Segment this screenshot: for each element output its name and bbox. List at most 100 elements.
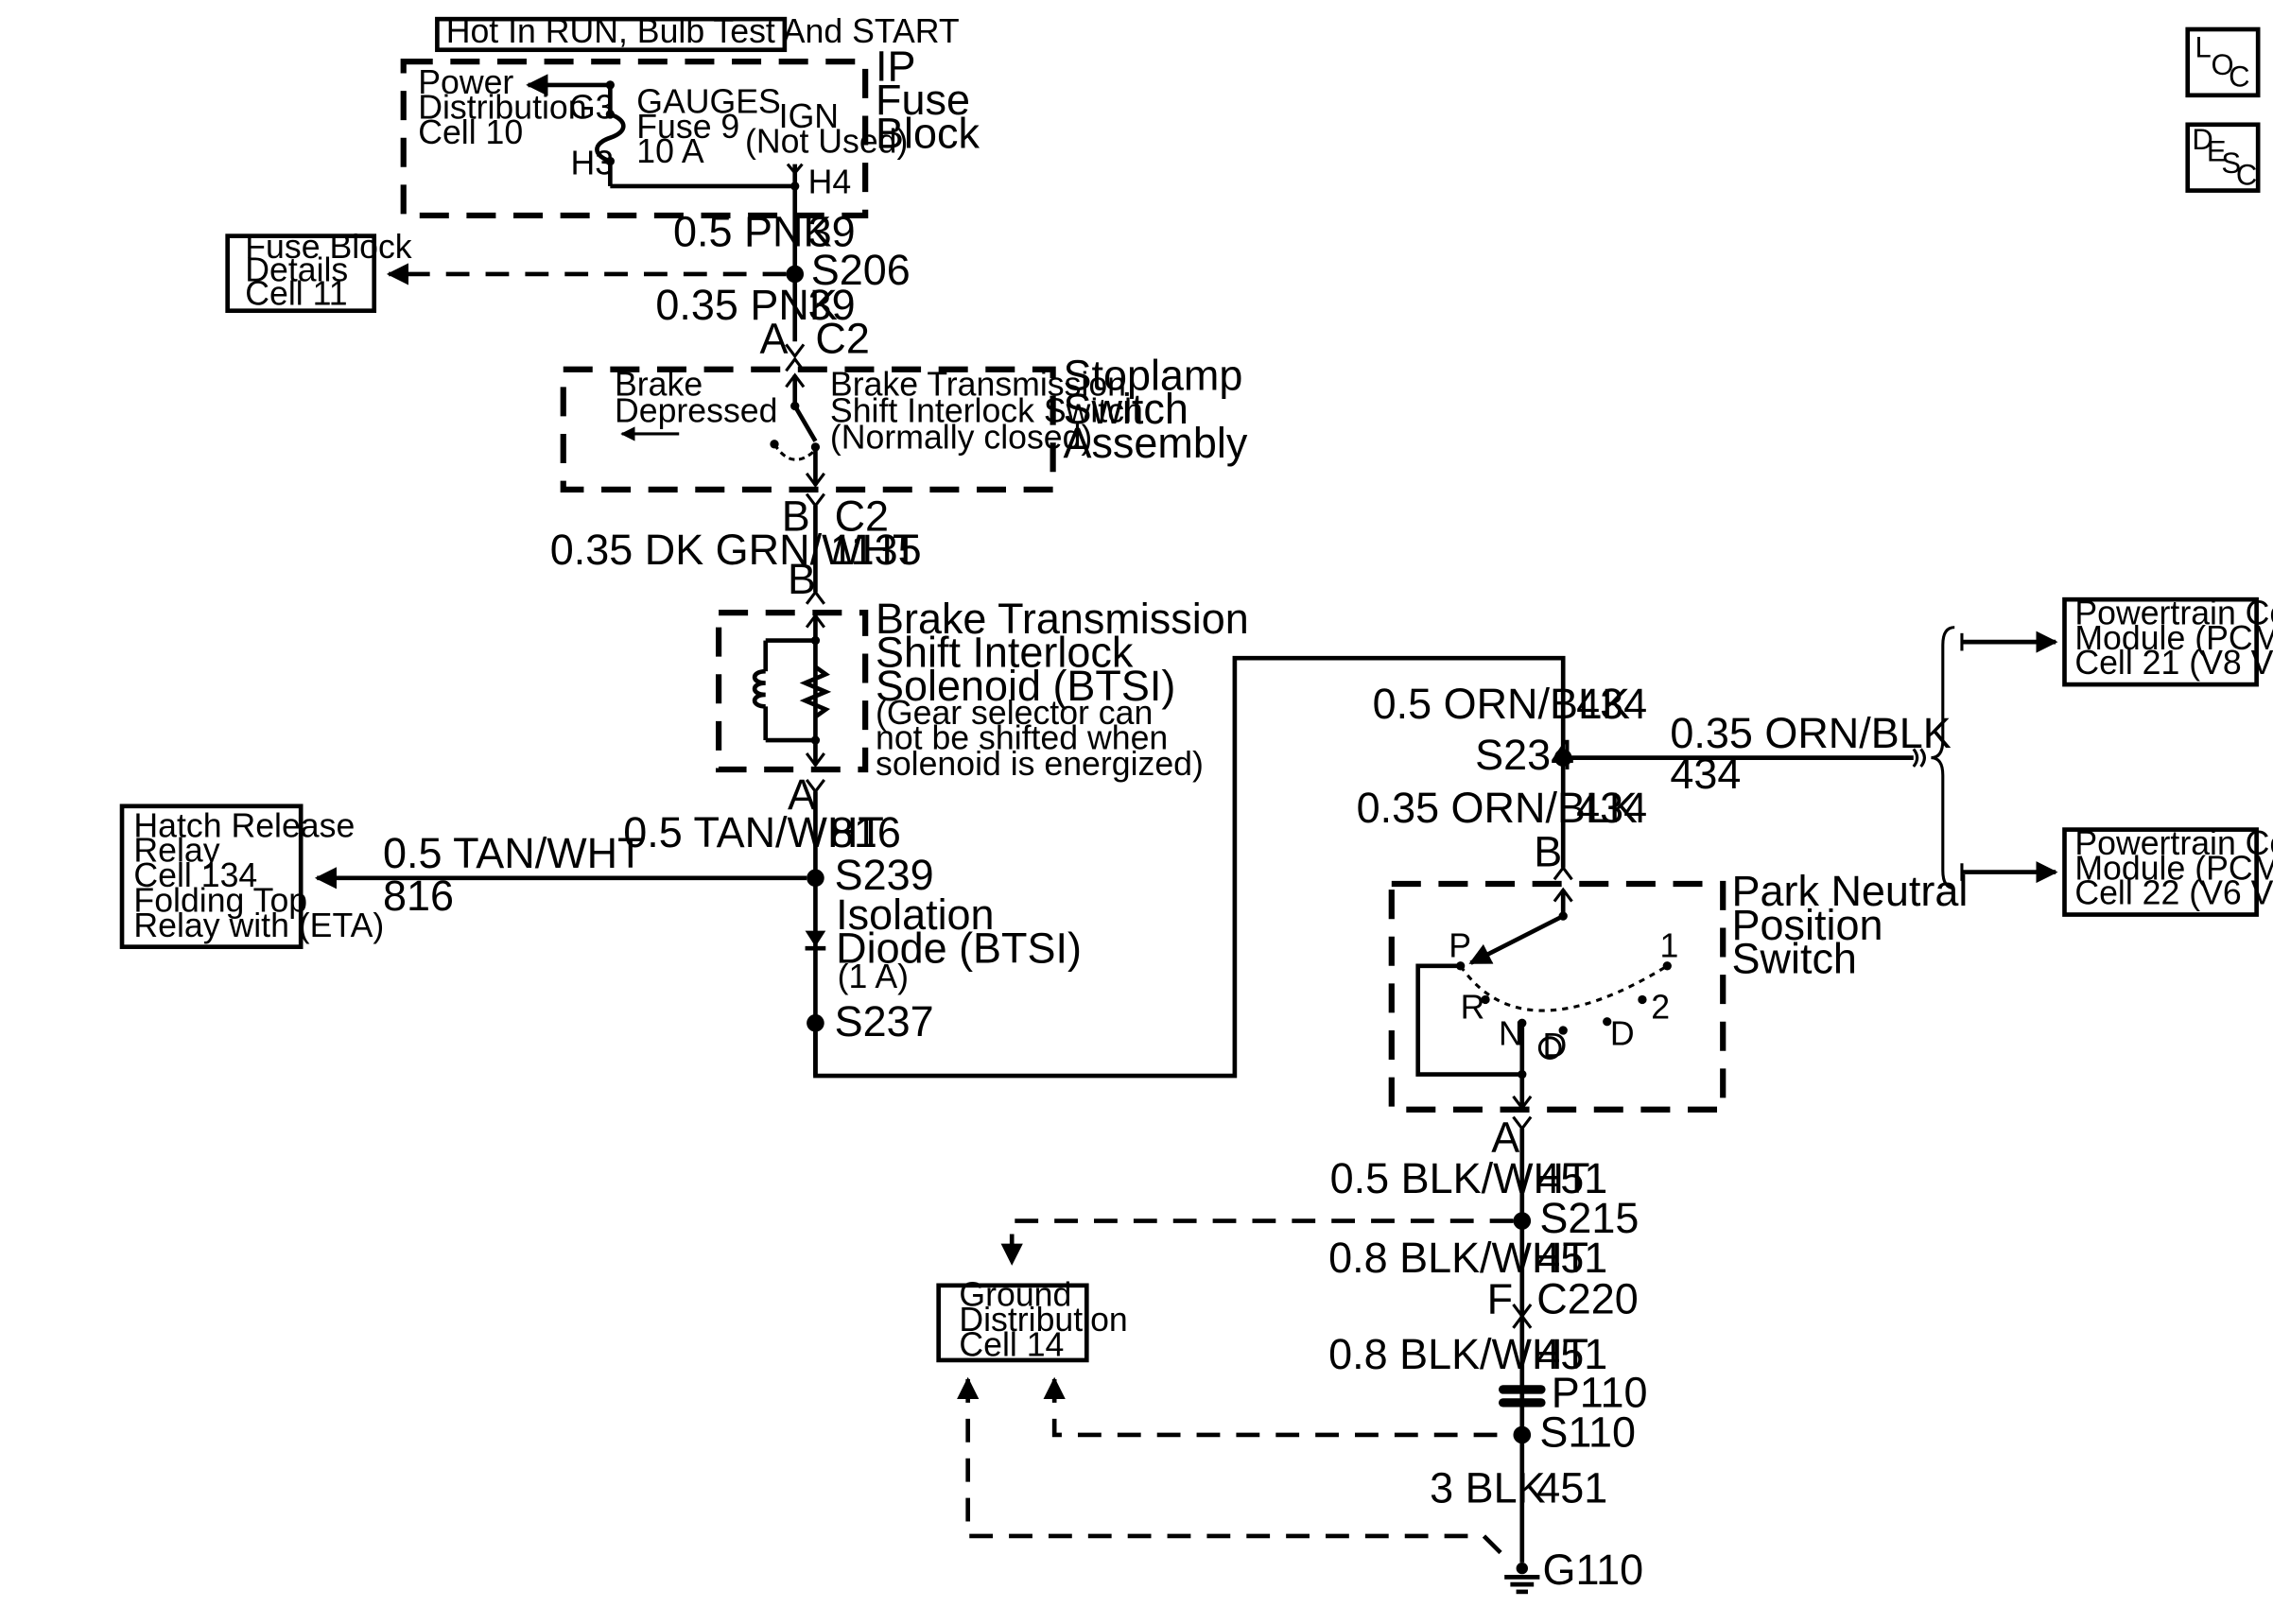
wire-circuit-w8: 434 [1576, 784, 1647, 832]
splice-label-s239: S239 [835, 851, 934, 899]
svg-text:IGN: IGN [779, 97, 839, 135]
splice-s239 [807, 869, 824, 888]
wire-circuit-w11: 451 [1536, 1330, 1607, 1378]
svg-text:Relay: Relay [133, 832, 219, 870]
wire-gauge-w6: 0.5 ORN/BLK [1373, 680, 1630, 728]
svg-text:Depressed: Depressed [615, 392, 777, 430]
svg-text:E: E [2207, 135, 2227, 168]
svg-text:Fuse Block: Fuse Block [245, 228, 412, 266]
svg-text:Module (PCM): Module (PCM) [2074, 849, 2273, 887]
svg-text:Diode (BTSI): Diode (BTSI) [836, 924, 1082, 973]
svg-text:10 A: 10 A [636, 132, 704, 170]
svg-text:IP: IP [876, 42, 915, 90]
wire-circuit-w7: 434 [1670, 750, 1741, 798]
svg-text:solenoid is energized): solenoid is energized) [876, 745, 1204, 783]
svg-text:Park Neutral: Park Neutral [1732, 867, 1969, 915]
connector-a-2: A [788, 770, 816, 819]
connector-c2-2: C2 [835, 492, 889, 540]
svg-text:Relay with (ETA): Relay with (ETA) [133, 907, 384, 944]
svg-text:L: L [2195, 30, 2211, 63]
svg-text:Brake: Brake [615, 366, 703, 404]
resistor-icon [799, 665, 832, 719]
svg-text:Folding Top: Folding Top [133, 881, 307, 919]
wire-gauge-w10: 0.8 BLK/WHT [1328, 1234, 1588, 1282]
svg-text:Distribution: Distribution [418, 89, 586, 127]
svg-text:Fuse: Fuse [876, 76, 970, 124]
svg-text:Hot In RUN, Bulb Test And STAR: Hot In RUN, Bulb Test And START [446, 12, 960, 50]
svg-text:1: 1 [1660, 927, 1679, 965]
splice-label-s234: S234 [1475, 731, 1574, 779]
svg-text:(Not Used): (Not Used) [745, 122, 908, 160]
connector-c2-1: C2 [815, 315, 869, 363]
splice-label-s110: S110 [1539, 1408, 1636, 1456]
stoplamp-switch-assembly: Stoplamp Switch Assembly Brake Depressed… [560, 351, 1248, 492]
splice-label-s237: S237 [835, 997, 934, 1045]
ground-distribution-ref[interactable]: Ground Distribution Cell 14 [936, 1276, 1128, 1364]
wire-gauge-w4: 0.5 TAN/WHT [623, 808, 884, 856]
wire-circuit-w4: 816 [830, 808, 901, 856]
svg-text:Hatch Release: Hatch Release [133, 806, 355, 844]
svg-text:GAUGES: GAUGES [636, 82, 781, 120]
wire-gauge-w11: 0.8 BLK/WHT [1328, 1330, 1588, 1378]
wire-gauge-w7: 0.35 ORN/BLK [1670, 709, 1951, 757]
svg-text:Shift Interlock: Shift Interlock [876, 628, 1134, 676]
ground-label-g110: G110 [1543, 1546, 1644, 1594]
svg-text:Ground: Ground [959, 1276, 1071, 1314]
svg-text:D: D [1543, 1027, 1568, 1064]
svg-text:Cell 134: Cell 134 [133, 856, 257, 894]
hatch-release-relay-ref[interactable]: Hatch Release Relay Cell 134 Folding Top… [119, 803, 384, 949]
svg-text:R: R [1461, 989, 1485, 1027]
svg-text:Cell 21 (V8 VIN G): Cell 21 (V8 VIN G) [2074, 644, 2273, 682]
svg-text:Solenoid (BTSI): Solenoid (BTSI) [876, 662, 1175, 710]
svg-text:Fuse 9: Fuse 9 [636, 108, 739, 146]
svg-text:Switch: Switch [1732, 935, 1857, 983]
svg-text:Cell 14: Cell 14 [959, 1325, 1064, 1363]
wire-gauge-w5: 0.5 TAN/WHT [383, 829, 644, 877]
svg-text:Switch: Switch [1063, 385, 1188, 433]
splice-label-s206: S206 [811, 246, 911, 294]
wire-circuit-w10: 451 [1536, 1234, 1607, 1282]
connector-b-2: B [788, 555, 816, 603]
option-bracket [1931, 626, 1955, 890]
pcm-v6-ref[interactable]: Powertrain Control Module (PCM) Cell 22 … [2062, 824, 2273, 917]
svg-text:Assembly: Assembly [1063, 419, 1247, 467]
fuse-block-details-ref[interactable]: Fuse Block Details Cell 11 [225, 228, 412, 314]
pcm-v8-ref[interactable]: Powertrain Control Module (PCM) Cell 21 … [2062, 595, 2273, 687]
ground-icon [1504, 1562, 1540, 1595]
loc-button[interactable]: L O C [2185, 26, 2261, 98]
svg-text:Power: Power [418, 63, 513, 101]
wire-gauge-w2: 0.35 PNK [655, 281, 837, 329]
switch-contact [792, 405, 818, 442]
wire-gauge-w3: 0.35 DK GRN/WHT [550, 526, 919, 574]
wire-circuit-w5: 816 [383, 872, 454, 920]
park-neutral-position-switch: Park Neutral Position Switch P R N D D 2… [1388, 867, 1969, 1113]
fuse-icon [595, 112, 626, 164]
svg-text:Details: Details [245, 251, 348, 289]
splice-label-s215: S215 [1539, 1194, 1639, 1242]
svg-text:H4: H4 [808, 164, 852, 201]
connector-b-1: B [782, 492, 810, 540]
pass-through-grommet-icon [1498, 1385, 1546, 1408]
btsi-solenoid: Brake Transmission Shift Interlock Solen… [715, 595, 1249, 783]
svg-text:Brake Transmission: Brake Transmission [876, 595, 1249, 643]
svg-text:D: D [1610, 1015, 1635, 1053]
svg-text:C: C [2229, 60, 2249, 93]
selector-arm [1468, 914, 1565, 965]
svg-text:N: N [1499, 1015, 1523, 1053]
coil-icon [752, 668, 766, 709]
ip-fuse-block: IP Fuse Block Power Distribution Cell 10… [400, 42, 980, 219]
desc-button[interactable]: D E S C [2185, 122, 2261, 193]
svg-text:S: S [2221, 147, 2241, 180]
svg-text:Block: Block [876, 110, 980, 158]
wire-gauge-w1: 0.5 PNK [673, 207, 831, 255]
wire-gauge-w12: 3 BLK [1430, 1463, 1545, 1512]
svg-text:Cell 11: Cell 11 [245, 275, 347, 313]
svg-text:Stoplamp: Stoplamp [1063, 351, 1242, 399]
connector-f: F [1487, 1274, 1513, 1322]
connector-c220: C220 [1536, 1274, 1638, 1322]
isolation-diode: Isolation Diode (BTSI) (1 A) [805, 890, 1082, 995]
splice-s110 [1513, 1425, 1532, 1444]
power-condition-label: Hot In RUN, Bulb Test And START [435, 12, 960, 53]
wire-circuit-w1: 39 [808, 207, 856, 255]
